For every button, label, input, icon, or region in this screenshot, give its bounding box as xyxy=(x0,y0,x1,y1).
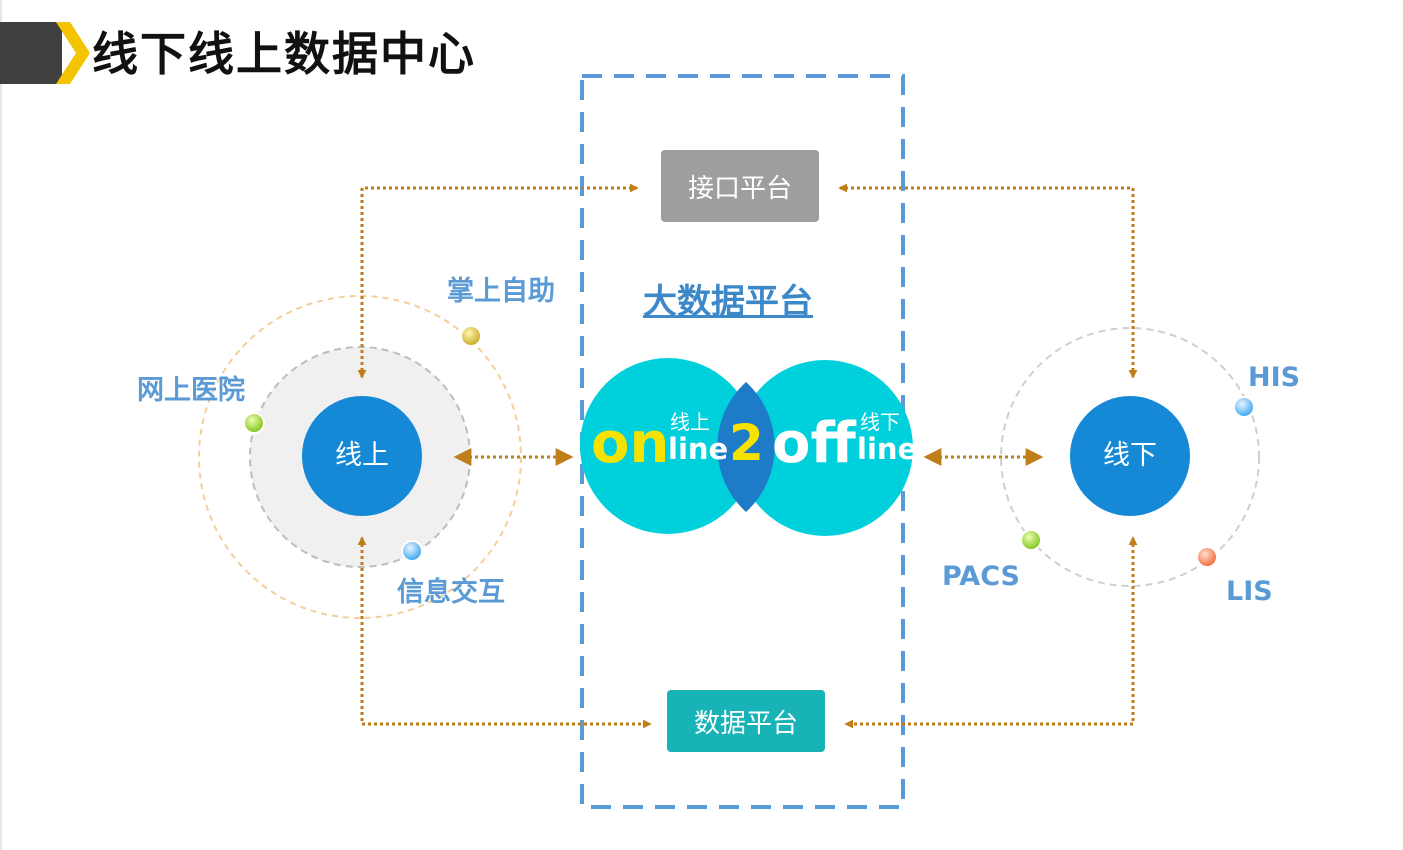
o2o-logo-line-1: line xyxy=(668,432,729,466)
lis-dot xyxy=(1196,546,1218,568)
o2o-logo-on: on xyxy=(591,411,670,476)
online-hub-label: 线上 xyxy=(335,440,389,471)
offline-hub xyxy=(1070,396,1190,516)
title-bar-block xyxy=(0,22,62,84)
web-hospital-label: 网上医院 xyxy=(137,375,245,406)
pacs-label: PACS xyxy=(942,561,1020,592)
title-chevron-icon xyxy=(56,22,90,84)
venn-offline-circle xyxy=(737,360,913,536)
o2o-logo-line-2: line xyxy=(857,432,918,466)
venn-online-circle xyxy=(580,358,756,534)
web-hospital-dot xyxy=(243,412,265,434)
info-dot xyxy=(401,540,423,562)
offline-to-interface-connector xyxy=(838,183,1138,379)
o2o-logo-online-label: 线上 xyxy=(670,410,710,434)
o2o-logo-two: 2 xyxy=(729,414,764,472)
offline-hub-label: 线下 xyxy=(1103,440,1157,471)
interface-platform-box: 接口平台 xyxy=(661,150,819,222)
mobile-self-service-label: 掌上自助 xyxy=(447,276,555,307)
venn-overlap xyxy=(717,382,775,512)
mobile-dot xyxy=(460,325,482,347)
info-interaction-label: 信息交互 xyxy=(397,577,505,608)
offline-to-data-connector xyxy=(844,536,1138,729)
online-hub xyxy=(302,396,422,516)
page-edge xyxy=(0,0,2,850)
big-data-platform-title: 大数据平台 xyxy=(643,282,813,322)
o2o-logo-offline-label: 线下 xyxy=(860,410,900,434)
lis-label: LIS xyxy=(1226,576,1273,607)
his-label: HIS xyxy=(1248,362,1301,393)
data-platform-box: 数据平台 xyxy=(667,690,825,752)
online-to-data-connector xyxy=(357,536,652,729)
offline-orbit xyxy=(1000,327,1260,587)
his-dot xyxy=(1233,396,1255,418)
online-to-interface-connector xyxy=(357,183,639,379)
page-title: 线下线上数据中心 xyxy=(92,27,476,81)
pacs-dot xyxy=(1020,529,1042,551)
o2o-logo-off: off xyxy=(772,411,856,476)
